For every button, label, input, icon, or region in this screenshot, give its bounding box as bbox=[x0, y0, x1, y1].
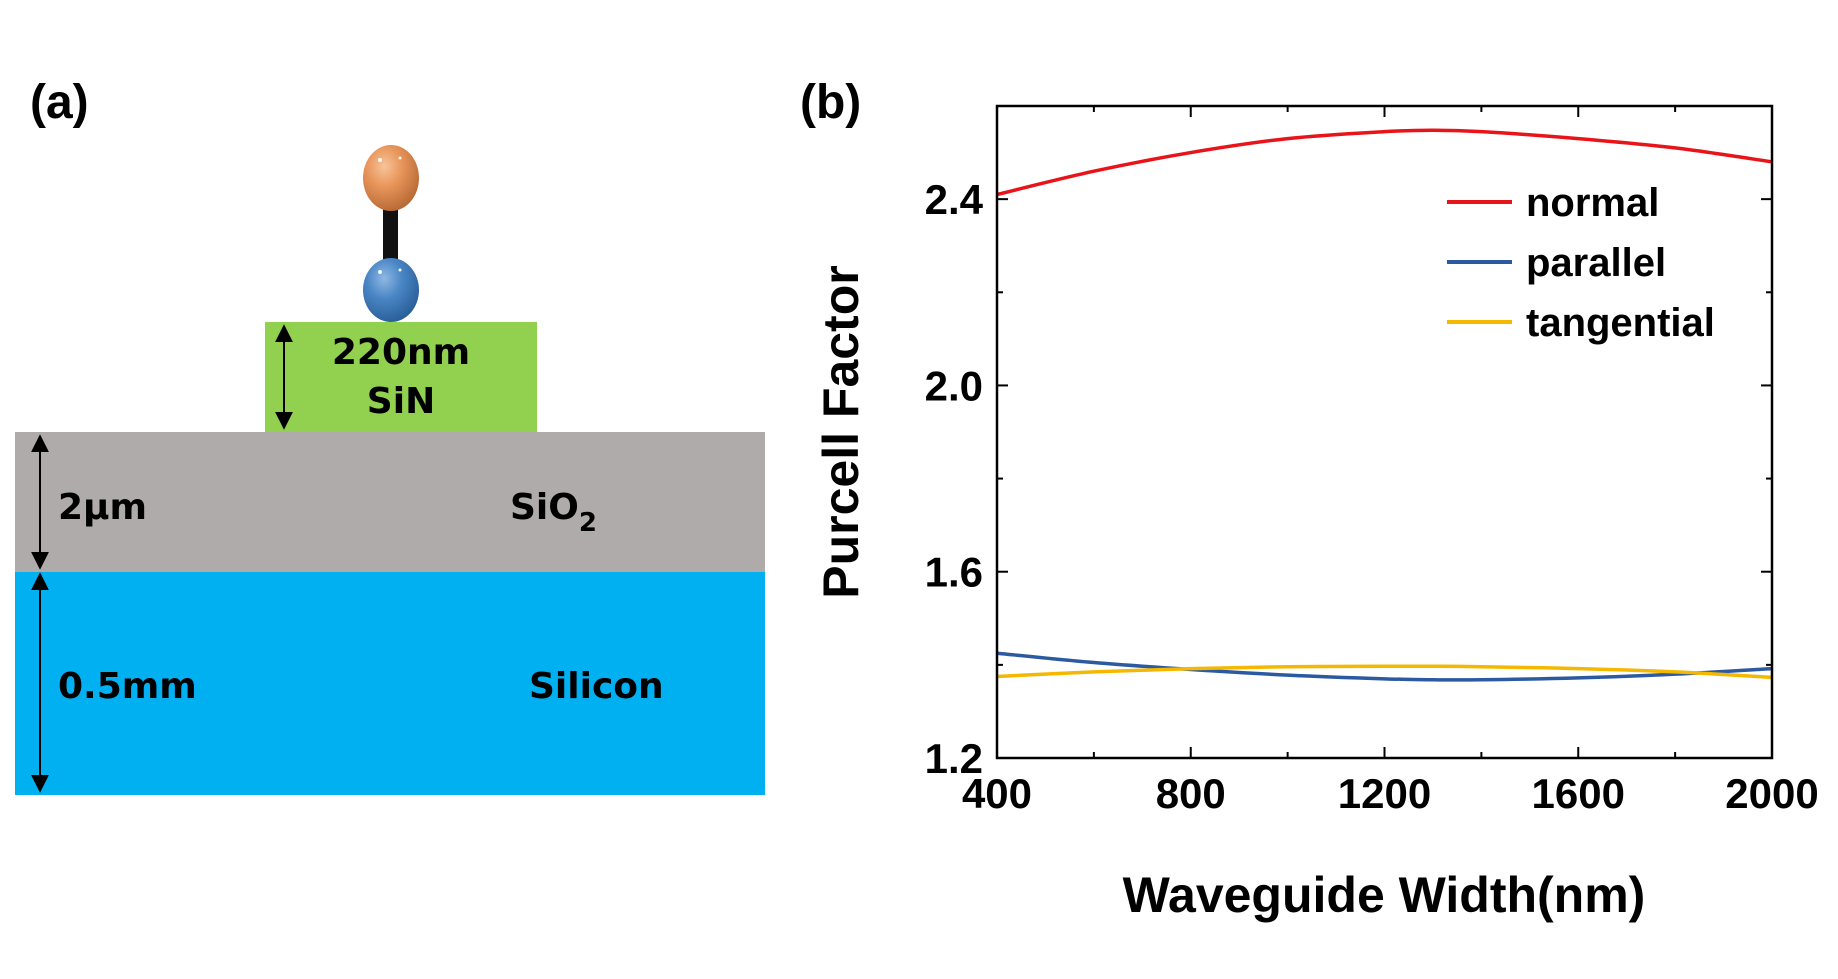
chart: 400 800 1200 1600 2000 1.2 1.6 2.0 2.4 Waveguide… bbox=[813, 104, 1819, 923]
oxide-material-label: SiO2 bbox=[510, 487, 597, 538]
oxide-thickness-label: 2µm bbox=[58, 487, 147, 528]
panel-a-label: (a) bbox=[30, 76, 89, 129]
legend-label-tangential: tangential bbox=[1526, 301, 1715, 345]
y-tick-label: 2.4 bbox=[925, 176, 984, 223]
legend: normal parallel tangential bbox=[1447, 181, 1715, 345]
legend-label-normal: normal bbox=[1526, 181, 1659, 225]
panel-a: (a) 220nm SiN 2µm SiO2 0.5mm Silicon bbox=[15, 76, 765, 795]
x-tick-label: 400 bbox=[962, 770, 1032, 817]
y-axis-title: Purcell Factor bbox=[813, 265, 869, 598]
x-tick-label: 800 bbox=[1156, 770, 1226, 817]
substrate-layer bbox=[15, 570, 765, 795]
series-line-parallel bbox=[996, 651, 1773, 682]
oxide-material-subscript: 2 bbox=[579, 508, 597, 538]
waveguide-block bbox=[265, 322, 537, 432]
ticklabels-layer: 400 800 1200 1600 2000 1.2 1.6 2.0 2.4 bbox=[925, 176, 1819, 817]
y-tick-label: 1.2 bbox=[925, 735, 983, 782]
series-line-tangential bbox=[996, 664, 1773, 680]
substrate-material-label: Silicon bbox=[529, 666, 664, 707]
waveguide-thickness-label: 220nm bbox=[332, 332, 470, 373]
y-tick-label: 2.0 bbox=[925, 362, 983, 409]
dipole-top-atom bbox=[363, 145, 419, 211]
ticks-layer bbox=[996, 105, 1773, 759]
x-axis-title: Waveguide Width(nm) bbox=[1123, 867, 1646, 923]
dipole-bottom-atom bbox=[363, 258, 419, 322]
waveguide-material-label: SiN bbox=[367, 381, 435, 422]
legend-label-parallel: parallel bbox=[1526, 241, 1666, 285]
oxide-layer bbox=[15, 432, 765, 572]
x-tick-label: 2000 bbox=[1725, 770, 1818, 817]
x-tick-label: 1200 bbox=[1338, 770, 1431, 817]
series-line-normal bbox=[996, 128, 1773, 197]
panel-b: (b) 400 800 1200 1600 2000 1.2 1.6 2.0 2.4 Waveg… bbox=[800, 76, 1819, 923]
dipole-emitter bbox=[363, 145, 419, 322]
dipole-bond bbox=[383, 205, 398, 270]
y-tick-label: 1.6 bbox=[925, 549, 983, 596]
panel-b-label: (b) bbox=[800, 76, 861, 129]
substrate-thickness-label: 0.5mm bbox=[58, 666, 197, 707]
series-layer bbox=[996, 128, 1773, 682]
x-tick-label: 1600 bbox=[1532, 770, 1625, 817]
